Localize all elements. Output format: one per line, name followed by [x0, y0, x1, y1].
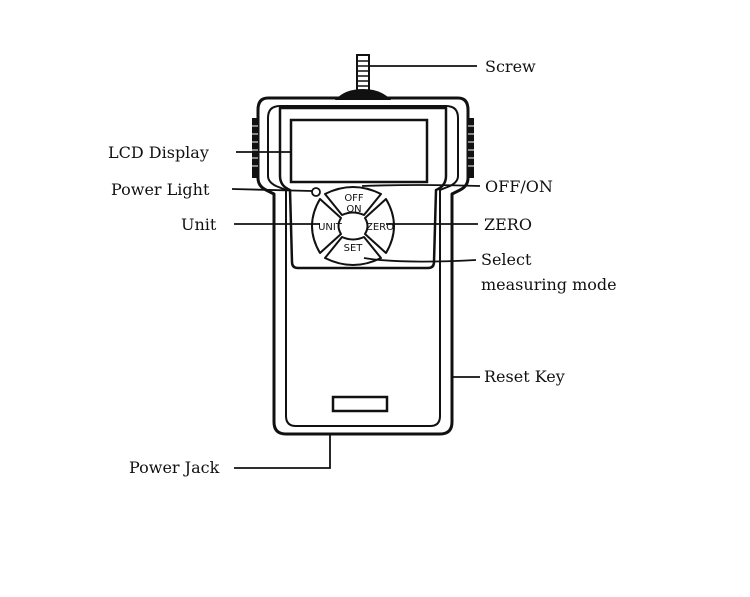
side-grip-left [252, 118, 258, 178]
power-light [311, 187, 321, 197]
leader-off-on [361, 184, 481, 187]
reset-key[interactable] [331, 395, 389, 413]
label-select-line2: measuring mode [481, 275, 617, 294]
device-body [252, 96, 474, 436]
label-zero: ZERO [484, 215, 532, 234]
off-on-button[interactable] [324, 186, 382, 216]
label-select-line1: Select [481, 250, 532, 269]
zero-button-label: ZERO [366, 222, 394, 233]
side-grip-right [468, 118, 474, 178]
label-power-light: Power Light [111, 180, 210, 199]
keypad: OFF ON UNIT ZERO SET [311, 186, 395, 266]
unit-button-label: UNIT [318, 222, 343, 233]
zero-button[interactable] [364, 198, 395, 254]
screw [335, 54, 391, 100]
label-screw: Screw [485, 57, 536, 76]
lcd-display [289, 118, 429, 184]
set-button[interactable] [324, 236, 382, 266]
off-button-label: OFF [344, 193, 364, 204]
on-button-label: ON [346, 204, 361, 215]
leader-power-light [231, 188, 313, 192]
label-power-jack: Power Jack [129, 458, 220, 477]
set-button-label: SET [344, 243, 364, 254]
label-off-on: OFF/ON [485, 177, 553, 196]
leader-select [363, 257, 477, 263]
label-unit: Unit [181, 215, 217, 234]
leader-power-jack [234, 434, 331, 469]
unit-button[interactable] [311, 198, 342, 254]
label-reset-key: Reset Key [484, 367, 565, 386]
label-lcd-display: LCD Display [108, 143, 209, 162]
leader-lines [231, 65, 481, 469]
